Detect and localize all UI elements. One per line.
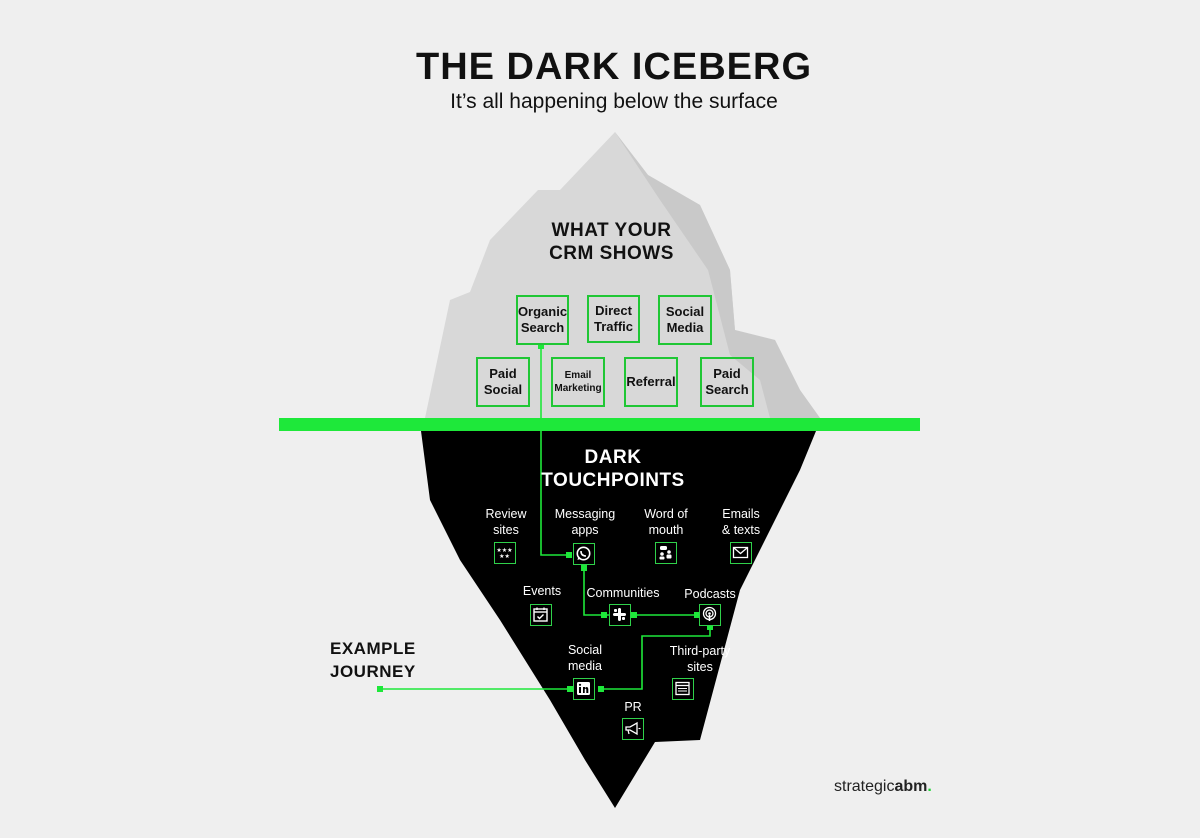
iceberg-tip (425, 132, 820, 418)
people-chat-icon (655, 542, 677, 564)
label-line: mouth (648, 523, 684, 537)
label-line: & texts (721, 523, 761, 537)
box-label: Organic (517, 304, 568, 319)
label-line: Messaging (554, 507, 616, 521)
waterline (279, 418, 920, 431)
touchpoint-label-podcasts: Podcasts (674, 586, 746, 602)
touchpoint-label-emails-texts: Emails & texts (706, 506, 776, 538)
touchpoint-label-third-party-sites: Third-party sites (660, 643, 740, 675)
label-line: sites (493, 523, 519, 537)
page-subtitle: It’s all happening below the surface (450, 90, 778, 113)
crm-heading-line2: CRM SHOWS (549, 243, 674, 264)
crm-heading-line1: WHAT YOUR (551, 220, 672, 241)
whatsapp-icon (573, 543, 595, 565)
svg-text:★★★: ★★★ (496, 547, 512, 554)
stars-icon: ★★★★★ (494, 542, 516, 564)
svg-text:★★: ★★ (499, 553, 510, 560)
logo-part2: abm (894, 778, 928, 795)
box-label: Direct (595, 303, 632, 318)
touchpoint-label-word-of-mouth: Word of mouth (630, 506, 702, 538)
logo-part1: strategic (834, 778, 895, 795)
touchpoint-label-messaging-apps: Messaging apps (545, 506, 625, 538)
dark-heading-line1: DARK (584, 447, 642, 468)
box-label: Media (666, 320, 704, 335)
box-label: Marketing (554, 383, 602, 394)
label-line: apps (571, 523, 599, 537)
slack-icon (609, 604, 631, 626)
touchpoint-label-communities: Communities (578, 585, 668, 601)
box-label: Paid (713, 366, 741, 381)
label-line: Review (485, 507, 527, 521)
box-label: Paid (489, 366, 517, 381)
dark-heading-line2: TOUCHPOINTS (541, 470, 685, 491)
calendar-icon (530, 604, 552, 626)
iceberg-tip-shade (615, 132, 820, 418)
podcast-icon (699, 604, 721, 626)
label-line: Communities (586, 586, 660, 600)
strategicabm-logo: strategicabm. (834, 778, 932, 796)
label-line: Word of (644, 507, 688, 521)
crm-box-referral: Referral (624, 357, 678, 407)
linkedin-icon (573, 678, 595, 700)
logo-dot: . (927, 778, 932, 795)
touchpoint-label-review-sites: Review sites (470, 506, 542, 538)
label-line: PR (624, 700, 642, 714)
touchpoint-label-events: Events (510, 583, 574, 599)
box-label: Referral (626, 374, 676, 389)
label-line: Events (522, 584, 562, 598)
box-label: Email (564, 370, 592, 381)
journey-line2: JOURNEY (330, 662, 416, 681)
label-line: Emails (722, 507, 760, 521)
browser-icon (672, 678, 694, 700)
box-label: Search (520, 320, 565, 335)
touchpoint-label-pr: PR (615, 699, 651, 715)
label-line: sites (687, 660, 713, 674)
envelope-icon (730, 542, 752, 564)
touchpoint-label-social-media: Social media (552, 642, 618, 674)
journey-path (380, 346, 711, 690)
box-label: Social (483, 382, 523, 397)
journey-line1: EXAMPLE (330, 639, 416, 658)
label-line: Social (567, 643, 603, 657)
dark-touchpoints-heading: DARK TOUCHPOINTS (533, 446, 693, 492)
box-label: Traffic (593, 319, 633, 334)
journey-nodes (377, 343, 713, 692)
label-line: media (567, 659, 603, 673)
example-journey-label: EXAMPLE JOURNEY (330, 637, 426, 683)
label-line: Third-party (669, 644, 731, 658)
box-label: Social (665, 304, 705, 319)
megaphone-icon (622, 718, 644, 740)
label-line: Podcasts (684, 587, 736, 601)
page-title: THE DARK ICEBERG (415, 46, 813, 88)
crm-heading: WHAT YOUR CRM SHOWS (540, 219, 683, 265)
box-label: Search (705, 382, 749, 397)
